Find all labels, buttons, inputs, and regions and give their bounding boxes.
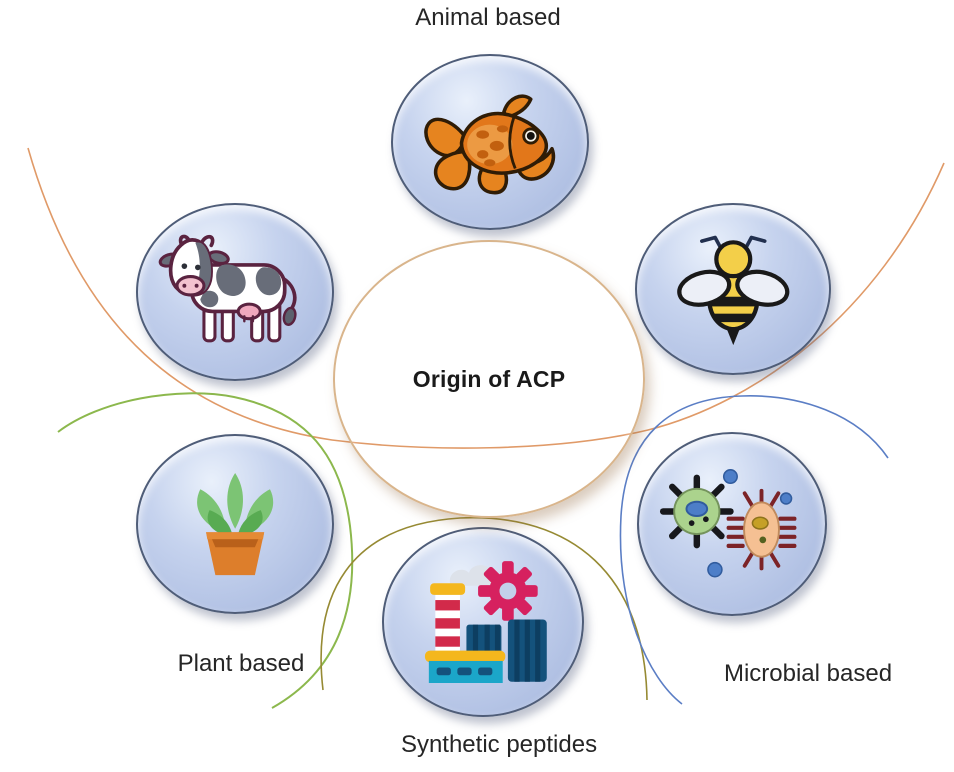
microbe-dots — [706, 468, 792, 578]
round-microbe — [659, 474, 734, 548]
factory-icon — [424, 561, 547, 683]
label-synthetic-peptides: Synthetic peptides — [400, 731, 598, 758]
label-microbial-based: Microbial based — [723, 660, 893, 687]
label-animal-based: Animal based — [415, 4, 561, 31]
node-plant — [136, 434, 334, 614]
gear — [477, 561, 538, 621]
node-animal-cow — [136, 203, 334, 381]
label-plant-based: Plant based — [177, 650, 305, 677]
node-animal-bee — [635, 203, 831, 375]
arc-synthetic-group — [320, 516, 648, 701]
oval-microbe — [726, 488, 797, 570]
node-synthetic-factory — [382, 527, 584, 717]
microbe-icon — [659, 468, 797, 578]
node-microbial — [637, 432, 827, 616]
fish-icon — [424, 94, 556, 195]
cow-icon — [159, 234, 298, 343]
bee-icon — [676, 235, 790, 345]
node-animal-fish — [391, 54, 589, 230]
plant-icon — [196, 472, 274, 576]
arc-microbial-group — [619, 395, 889, 705]
arc-plant-group — [57, 392, 354, 709]
center-node: Origin of ACP — [333, 240, 645, 518]
center-title: Origin of ACP — [412, 365, 566, 392]
